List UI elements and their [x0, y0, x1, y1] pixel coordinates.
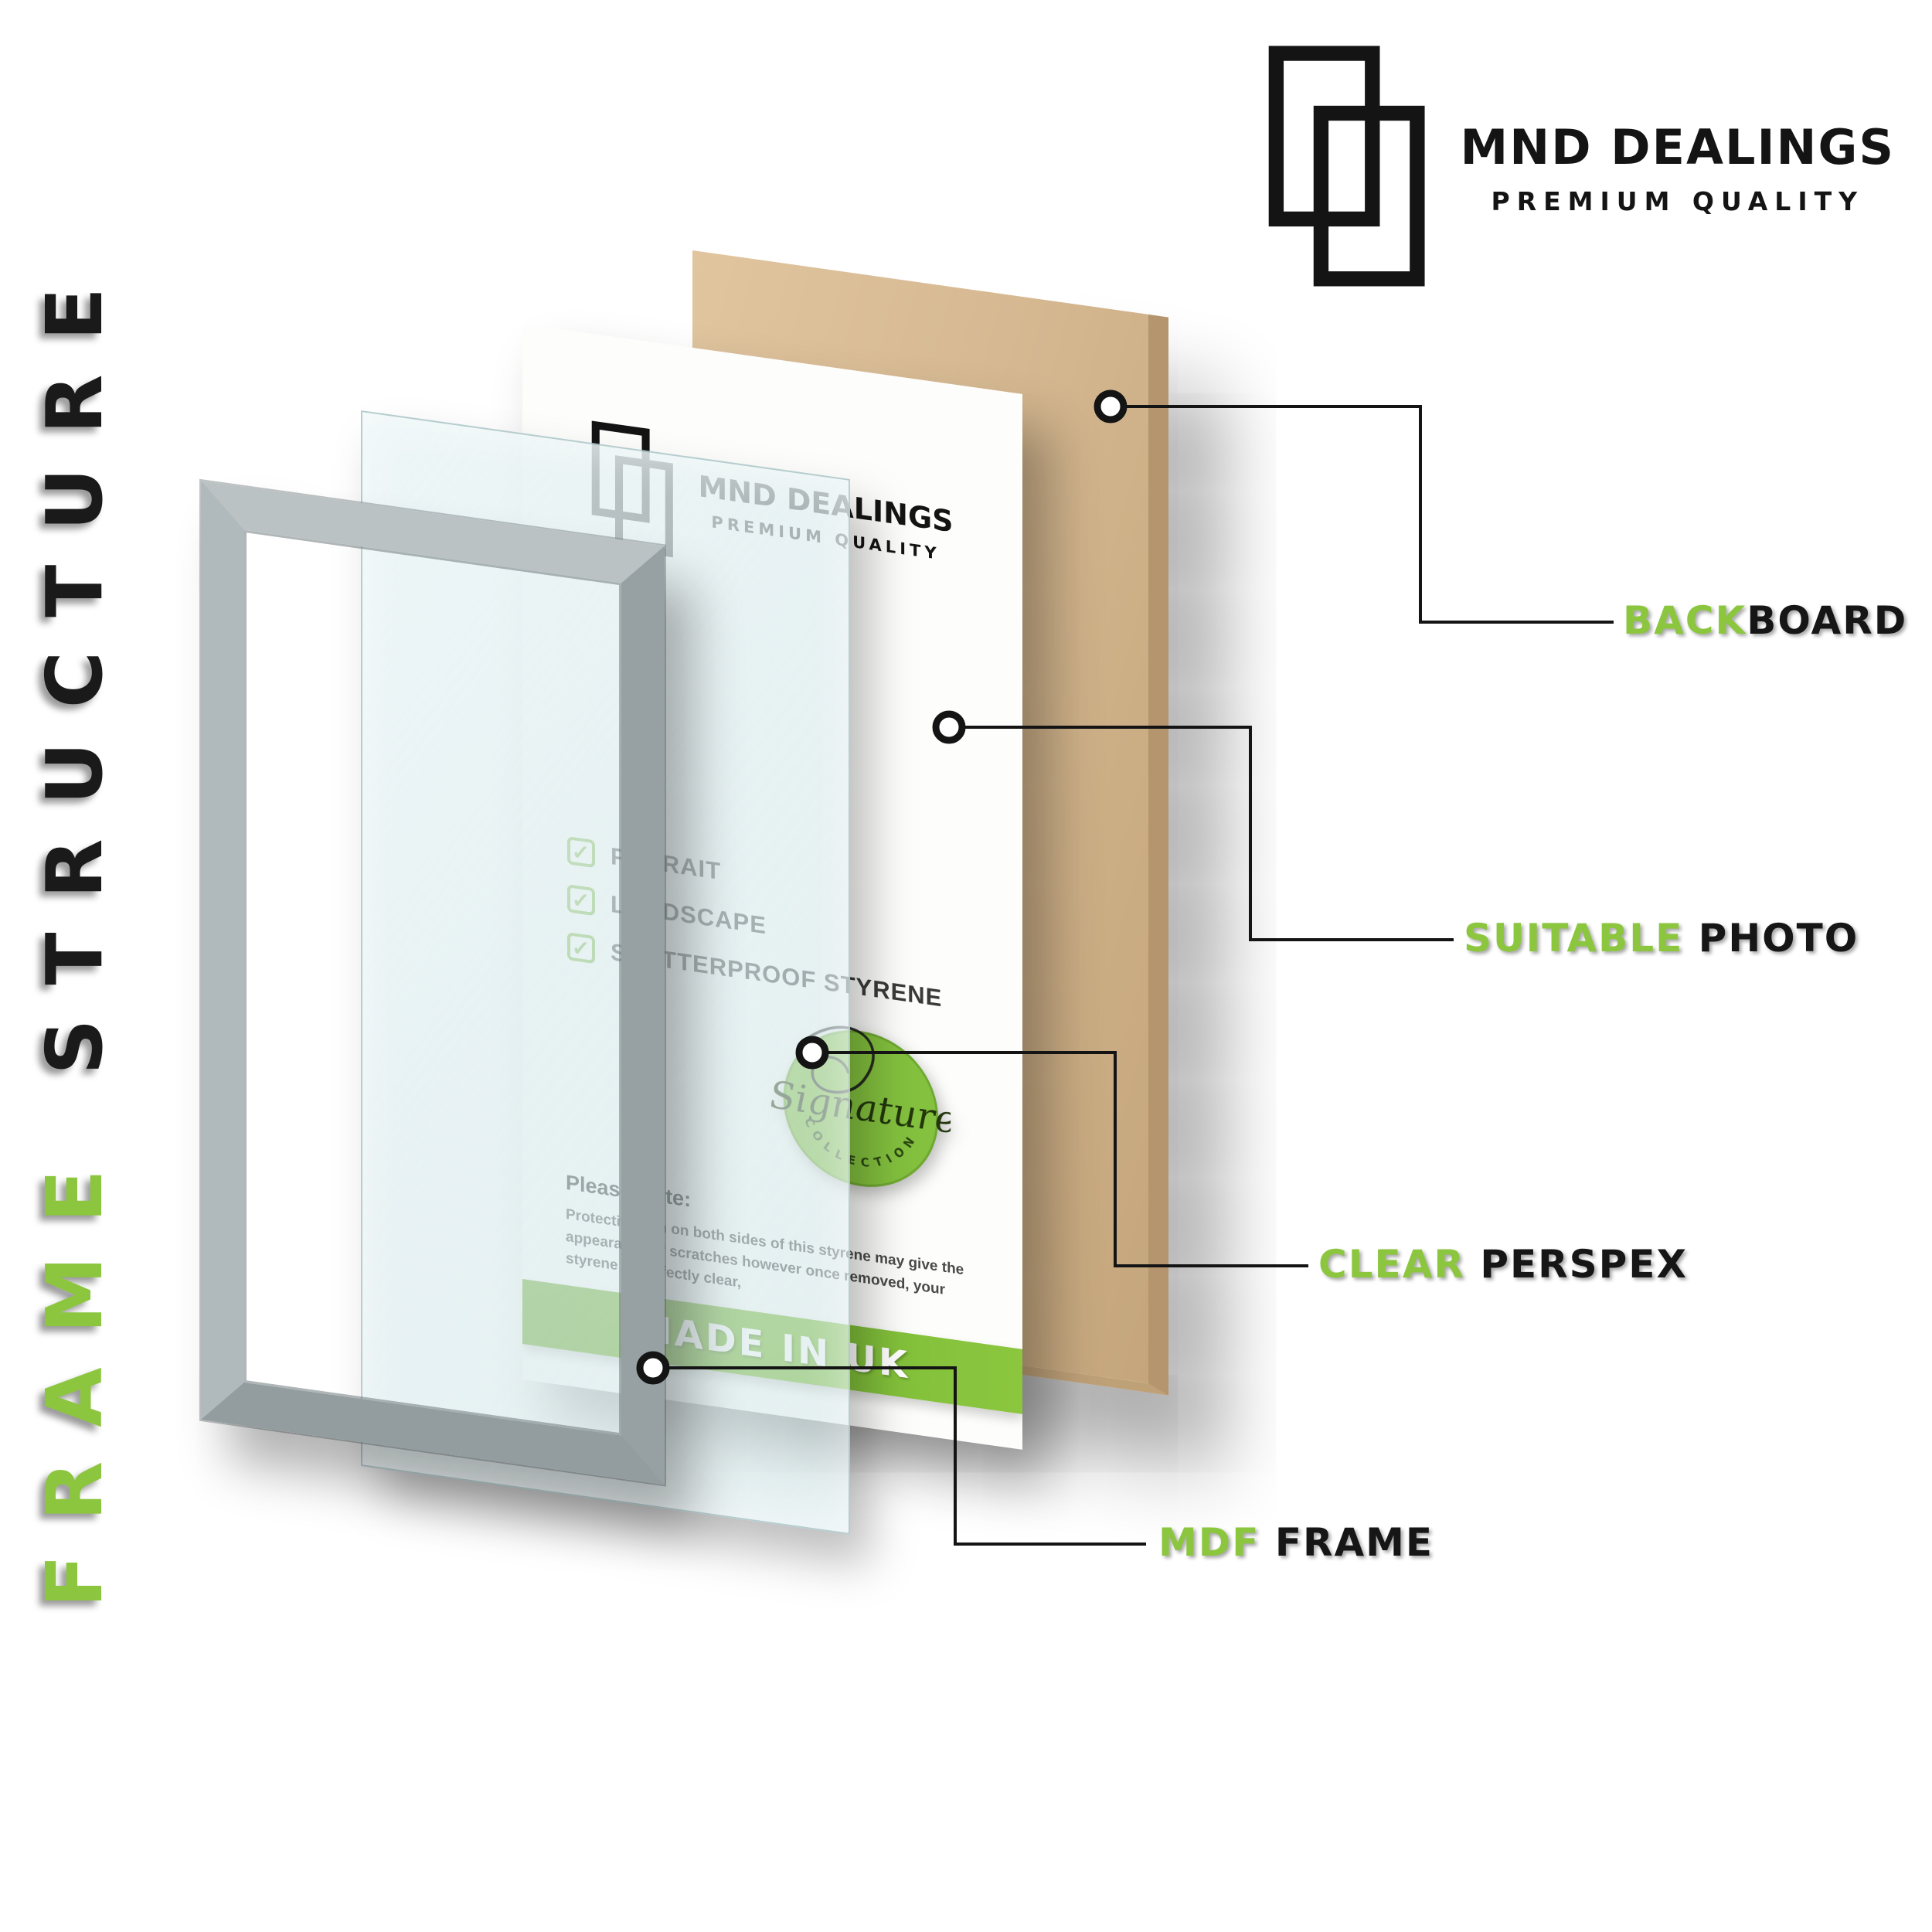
brand-tagline: PREMIUM QUALITY: [1491, 186, 1864, 216]
label-mdf-frame: MDF FRAME: [1158, 1520, 1434, 1565]
label-perspex-green: CLEAR: [1318, 1242, 1481, 1287]
page-title: FRAME STRUCTURE: [29, 253, 145, 1607]
label-backboard-green: BACK: [1623, 598, 1747, 643]
label-perspex-black: PERSPEX: [1480, 1242, 1688, 1287]
label-suitable-photo: SUITABLE PHOTO: [1464, 916, 1859, 961]
label-frame-green: MDF: [1158, 1520, 1275, 1565]
mdf-frame-layer: [201, 481, 665, 1485]
title-word-frame: FRAME: [29, 1135, 120, 1607]
title-word-structure: STRUCTURE: [29, 253, 120, 1075]
label-backboard-black: BOARD: [1747, 598, 1908, 643]
backboard-callout-line: [1111, 405, 1614, 624]
label-photo-black: PHOTO: [1698, 916, 1859, 961]
label-photo-green: SUITABLE: [1464, 916, 1699, 961]
label-backboard: BACKBOARD: [1623, 598, 1907, 643]
label-clear-perspex: CLEAR PERSPEX: [1318, 1242, 1688, 1287]
brand-header: MND DEALINGS PREMIUM QUALITY: [1267, 45, 1895, 291]
brand-text: MND DEALINGS PREMIUM QUALITY: [1461, 119, 1895, 216]
brand-name: MND DEALINGS: [1460, 119, 1895, 175]
brand-frame-icon: [1267, 45, 1428, 291]
label-frame-black: FRAME: [1274, 1520, 1434, 1565]
